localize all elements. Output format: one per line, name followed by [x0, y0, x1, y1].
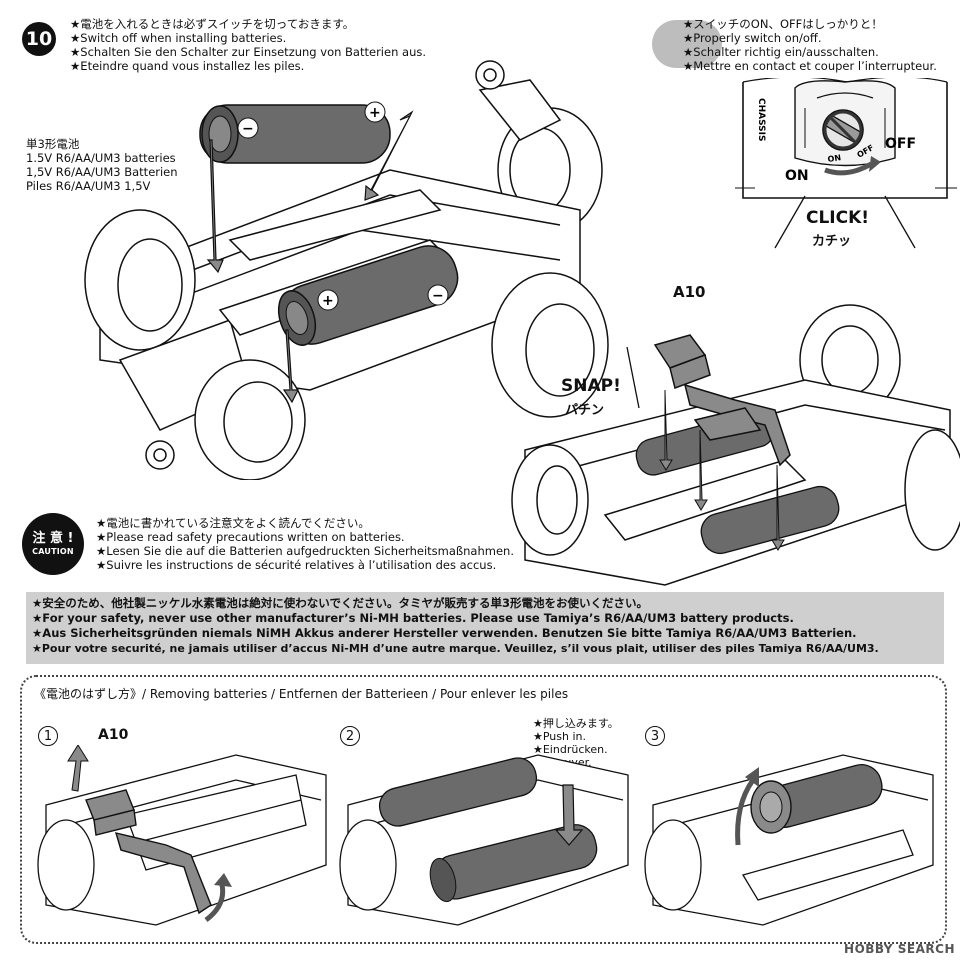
removal-step-2-de: ★Eindrücken. [533, 743, 608, 756]
watermark: HOBBY SEARCH [844, 942, 955, 956]
switch-detail-illustration: ON OFF ON OFF CHASSIS [735, 78, 957, 249]
removal-step-1-illustration [37, 745, 327, 926]
caution-badge: 注 意 ! CAUTION [22, 513, 84, 575]
click-label: CLICK! [806, 208, 870, 228]
chassis-battery-install-illustration: − + + − [84, 60, 609, 480]
switch-note-highlight [652, 20, 722, 68]
upper-plus-sign: + [369, 105, 381, 121]
step-number: 10 [25, 28, 53, 50]
removal-step-2-num-text: 2 [345, 728, 355, 744]
warning-line-de: ★Aus Sicherheitsgründen niemals NiMH Akk… [32, 626, 857, 640]
removal-step-3-illustration [644, 754, 934, 926]
switch-on-label: ON [785, 168, 809, 184]
plus-terminal-icon [364, 101, 386, 123]
switch-note: ★スイッチのON、OFFはしっかりと！ ★Properly switch on/… [683, 17, 937, 73]
watermark-text: HOBBY SEARCH [844, 942, 955, 956]
warning-box: ★安全のため、他社製ニッケル水素電池は絶対に使わないでください。タミヤが販売する… [26, 592, 944, 664]
removal-step-3-num-text: 3 [650, 728, 660, 744]
caution-badge-en: CAUTION [32, 547, 74, 556]
battery-upper: − + [199, 101, 391, 164]
minus-terminal-icon [427, 284, 449, 306]
battery-lower: + − [277, 245, 459, 346]
a10-cover-part [653, 334, 791, 467]
removal-step-1-num-text: 1 [43, 728, 53, 744]
removal-step-2-en: ★Push in. [533, 730, 586, 743]
caution-badge-jp: 注 意 ! [32, 531, 74, 546]
switch-small-on-text: ON [827, 153, 842, 164]
switch-note-jp: ★スイッチのON、OFFはしっかりと！ [683, 17, 883, 31]
battery-label-de: 1,5V R6/AA/UM3 Batterien [26, 165, 178, 179]
battery-label-fr: Piles R6/AA/UM3 1,5V [26, 179, 151, 193]
caution-line-jp: ★電池に書かれている注意文をよく読んでください。 [96, 516, 370, 530]
step-number-badge: 10 [22, 22, 56, 56]
lower-minus-sign: − [432, 288, 444, 304]
removal-step-2-illustration [339, 754, 629, 926]
removal-step-2-jp: ★押し込みます。 [533, 717, 619, 730]
snap-label: SNAP! [561, 376, 621, 396]
removal-section [20, 675, 947, 944]
step-instructions: ★電池を入れるときは必ずスイッチを切っておきます。 ★Switch off wh… [70, 17, 426, 73]
caution-line-de: ★Lesen Sie die auf die Batterien aufgedr… [96, 544, 514, 558]
lower-plus-sign: + [322, 293, 334, 309]
switch-note-de: ★Schalter richtig ein/ausschalten. [683, 45, 879, 59]
step-line-de: ★Schalten Sie den Schalter zur Einsetzun… [70, 45, 427, 59]
click-kana: カチッ [812, 234, 852, 249]
warning-line-jp: ★安全のため、他社製ニッケル水素電池は絶対に使わないでください。タミヤが販売する… [32, 596, 648, 610]
step-line-fr: ★Eteindre quand vous installez les piles… [70, 59, 305, 73]
step-line-jp: ★電池を入れるときは必ずスイッチを切っておきます。 [70, 17, 355, 31]
upper-minus-sign: − [242, 121, 254, 137]
warning-line-en: ★For your safety, never use other manufa… [32, 611, 794, 625]
removal-step-1-number: 1 [38, 726, 58, 746]
battery-label-jp: 単3形電池 [26, 137, 80, 151]
removal-step-3-number: 3 [645, 726, 665, 746]
rotation-arrow-icon [824, 161, 873, 176]
caution-line-en: ★Please read safety precautions written … [96, 530, 405, 544]
chassis-text: CHASSIS [756, 98, 766, 142]
switch-off-label: OFF [885, 136, 916, 152]
plus-terminal-icon [317, 289, 339, 311]
battery-label: 単3形電池 1.5V R6/AA/UM3 batteries 1,5V R6/A… [26, 137, 178, 193]
a10-cover-part [85, 789, 212, 915]
battery-label-en: 1.5V R6/AA/UM3 batteries [26, 151, 176, 165]
lift-arrow-icon [735, 778, 756, 846]
insert-arrow-icon [206, 110, 414, 404]
push-arrow-icon [554, 784, 584, 846]
snap-part-label: A10 [673, 283, 706, 301]
snap-kana: パチン [565, 403, 605, 418]
step-line-en: ★Switch off when installing batteries. [70, 31, 287, 45]
switch-note-fr: ★Mettre en contact et couper l’interrupt… [683, 59, 937, 73]
minus-terminal-icon [237, 117, 259, 139]
removal-step-2-number: 2 [340, 726, 360, 746]
switch-note-en: ★Properly switch on/off. [683, 31, 822, 45]
caution-line-fr: ★Suivre les instructions de sécurité rel… [96, 558, 497, 572]
removal-title: 《電池のはずし方》/ Removing batteries / Entferne… [34, 687, 569, 701]
warning-line-fr: ★Pour votre securité, ne jamais utiliser… [32, 642, 879, 655]
removal-step-1-part-label: A10 [98, 727, 129, 743]
snap-battery-cover-illustration [511, 304, 960, 586]
up-arrow-icon [67, 745, 89, 792]
rotate-arrow-icon [204, 884, 226, 922]
down-arrow-icon [659, 389, 785, 551]
caution-text: ★電池に書かれている注意文をよく読んでください。 ★Please read sa… [96, 516, 514, 572]
